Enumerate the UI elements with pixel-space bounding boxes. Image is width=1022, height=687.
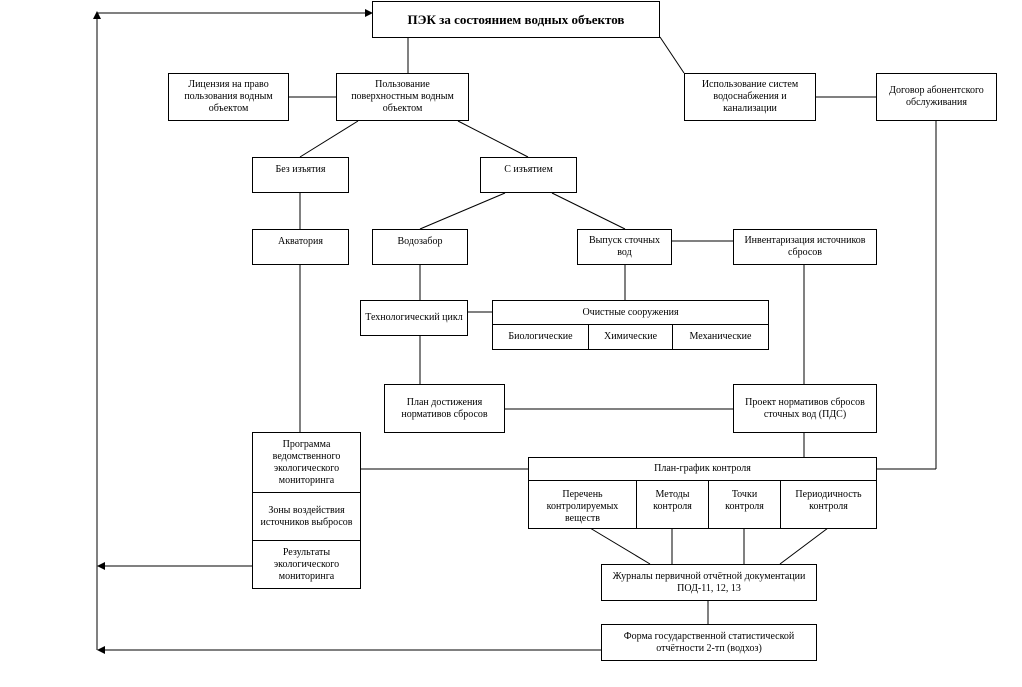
water-intake-box: Водозабор bbox=[372, 229, 468, 265]
program-zones: Зоны воздействия источников выбросов bbox=[252, 492, 361, 541]
pds-project-box: Проект нормативов сбросов сточных вод (П… bbox=[733, 384, 877, 433]
systems-use-box: Использование систем водоснабжения и кан… bbox=[684, 73, 816, 121]
tech-cycle-box: Технологический цикл bbox=[360, 300, 468, 336]
with-withdrawal-box: С изъятием bbox=[480, 157, 577, 193]
treatment-chemical: Химические bbox=[588, 324, 673, 350]
schedule-substances: Перечень контролируемых веществ bbox=[528, 480, 637, 529]
contract-box: Договор абонентского обслуживания bbox=[876, 73, 997, 121]
program-results: Результаты экологического мониторинга bbox=[252, 540, 361, 589]
treatment-title: Очистные сооружения bbox=[492, 300, 769, 325]
schedule-methods: Методы контроля bbox=[636, 480, 709, 529]
license-box: Лицензия на право пользования водным объ… bbox=[168, 73, 289, 121]
achievement-plan-box: План достижения нормативов сбросов bbox=[384, 384, 505, 433]
no-withdrawal-box: Без изъятия bbox=[252, 157, 349, 193]
schedule-points: Точки контроля bbox=[708, 480, 781, 529]
inventory-box: Инвентаризация источников сбросов bbox=[733, 229, 877, 265]
schedule-title: План-график контроля bbox=[528, 457, 877, 481]
wastewater-release-box: Выпуск сточных вод bbox=[577, 229, 672, 265]
schedule-periodicity: Периодичность контроля bbox=[780, 480, 877, 529]
treatment-mechanical: Механические bbox=[672, 324, 769, 350]
surface-use-box: Пользование поверхностным водным объекто… bbox=[336, 73, 469, 121]
treatment-biological: Биологические bbox=[492, 324, 589, 350]
journals-box: Журналы первичной отчётной документации … bbox=[601, 564, 817, 601]
aquatory-box: Акватория bbox=[252, 229, 349, 265]
pek-box: ПЭК за состоянием водных объектов bbox=[372, 1, 660, 38]
stat-form-box: Форма государственной статистической отч… bbox=[601, 624, 817, 661]
program-title: Программа ведомственного экологического … bbox=[252, 432, 361, 493]
